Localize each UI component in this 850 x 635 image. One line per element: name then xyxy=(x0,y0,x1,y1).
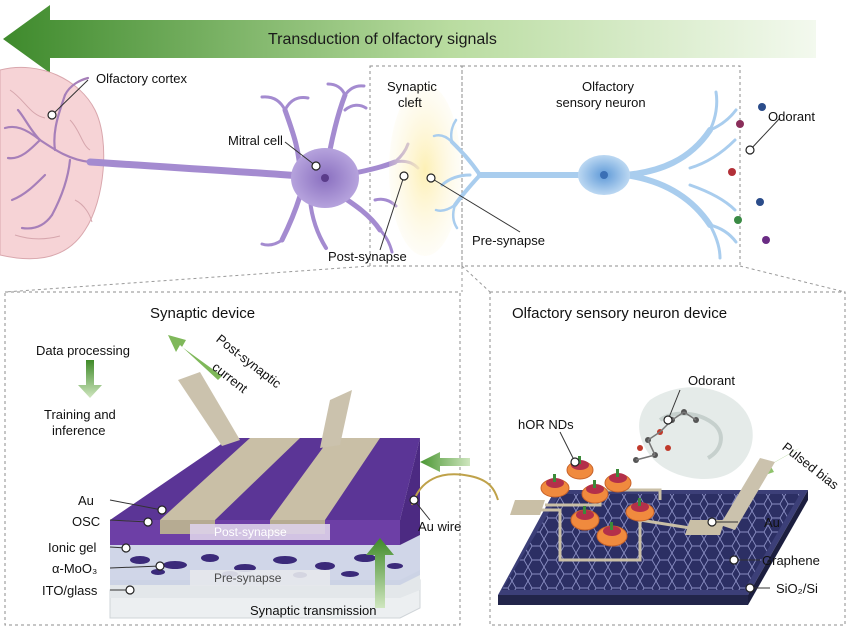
panel-title-osn-device: Olfactory sensory neuron device xyxy=(512,305,728,322)
pre-synapse-bar xyxy=(190,570,330,586)
label-layer-au: Au xyxy=(78,493,94,508)
label-graphene: Graphene xyxy=(762,553,820,568)
label-post-synapse: Post-synapse xyxy=(328,249,407,264)
osn-device-panel xyxy=(489,291,846,626)
banner-title: Transduction of olfactory signals xyxy=(268,31,497,48)
signal-banner-arrow xyxy=(3,5,816,73)
osn-device-board xyxy=(498,458,808,605)
label-odorant-bottom: Odorant xyxy=(688,373,735,388)
label-layer-ito-glass: ITO/glass xyxy=(42,583,98,598)
label-osn-2: sensory neuron xyxy=(556,95,646,110)
panel-title-synaptic-device: Synaptic device xyxy=(150,305,256,322)
label-hor-nds: hOR NDs xyxy=(518,417,574,432)
synaptic-device-panel xyxy=(4,291,461,626)
label-layer-osc: OSC xyxy=(72,514,101,529)
label-post-synapse-bar: Post-synapse xyxy=(214,525,287,539)
label-substrate: SiO₂/Si xyxy=(776,581,818,596)
mitral-nucleus xyxy=(321,174,329,182)
synaptic-cleft-box xyxy=(369,65,463,267)
brain-illustration xyxy=(0,66,105,260)
label-synaptic-transmission: Synaptic transmission xyxy=(250,603,377,618)
osn-nucleus xyxy=(600,171,608,179)
osn-box xyxy=(461,65,741,267)
moo3-particles xyxy=(130,554,403,578)
label-layer-ionic-gel: Ionic gel xyxy=(48,540,97,555)
label-pre-synapse-bar: Pre-synapse xyxy=(214,571,282,585)
mitral-cell xyxy=(86,82,420,254)
hor-nanodiscs xyxy=(540,456,655,547)
odorant-molecules xyxy=(728,103,770,244)
label-odorant-top: Odorant xyxy=(768,109,815,124)
label-mitral-cell: Mitral cell xyxy=(228,133,283,148)
label-au-osn: Au xyxy=(764,515,780,530)
osn-cell xyxy=(432,90,738,260)
label-synaptic-cleft-1: Synaptic xyxy=(387,79,437,94)
synaptic-cleft-glow xyxy=(389,84,461,256)
top-callouts xyxy=(51,79,781,251)
label-olfactory-cortex: Olfactory cortex xyxy=(96,71,188,86)
label-au-wire: Au wire xyxy=(418,519,462,534)
label-data-processing: Data processing xyxy=(36,343,130,358)
au-wire xyxy=(411,473,499,506)
synaptic-device-stack xyxy=(109,372,421,619)
label-osn-1: Olfactory xyxy=(582,79,635,94)
odorant-receptor-structure xyxy=(633,387,753,480)
label-synaptic-cleft-2: cleft xyxy=(398,95,422,110)
callout-markers-top xyxy=(47,110,755,183)
callout-markers-bottom xyxy=(121,415,755,595)
label-layer-moo3: α-MoO₃ xyxy=(52,561,98,576)
label-training-2: inference xyxy=(52,423,106,438)
post-synapse-bar xyxy=(190,524,330,540)
label-training-1: Training and xyxy=(44,407,116,422)
zoom-connectors xyxy=(4,265,846,293)
label-pre-synapse: Pre-synapse xyxy=(472,233,545,248)
